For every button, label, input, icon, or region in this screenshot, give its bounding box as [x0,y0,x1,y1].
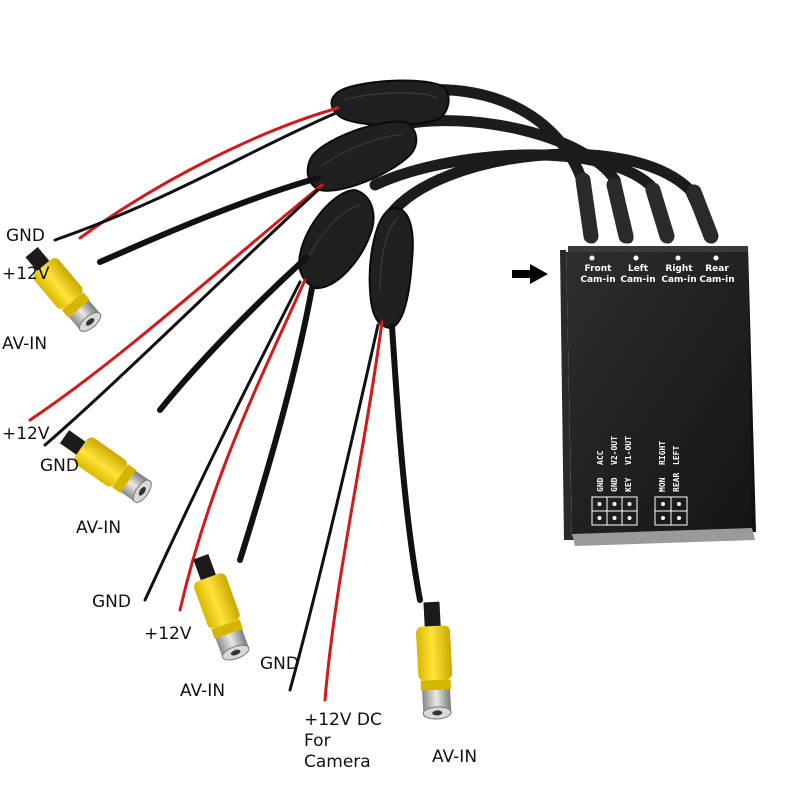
port-label-right: Right [665,264,693,274]
cable-1-wires [53,106,340,265]
cable2-power-label: +12V [2,424,50,444]
port-indicators [589,255,719,261]
pin-header-b [654,496,688,526]
cable-2-wires [28,183,324,447]
heat-shrink-sleeves [575,172,719,244]
trunk-cable-rear [384,148,718,244]
pin-header-a [591,496,638,526]
port-sublabel-front: Cam-in [580,275,615,285]
splitter-barrels [298,79,450,330]
pin-label-right: RIGHT [658,441,667,465]
cable1-power-label: +12V [2,264,50,284]
trunk-cable-front [414,84,598,244]
port-label-front: Front [585,264,613,274]
cable2-gnd-label: GND [40,456,79,476]
pin-label-gnd-1: GND [596,477,605,492]
cable4-video-label: AV-IN [432,747,478,767]
pin-label-v1-out: V1-OUT [624,436,633,465]
pin-label-rear: REAR [672,473,681,492]
rca-plug-1 [25,247,102,332]
splitter-1 [330,79,450,127]
cable-4-wires [288,320,423,702]
pin-label-mon: MON [658,477,667,492]
cable2-video-label: AV-IN [76,518,122,538]
cable3-video-label: AV-IN [180,681,226,701]
splitter-3 [298,188,375,290]
port-sublabel-right: Cam-in [661,275,696,285]
cable1-gnd-label: GND [6,226,45,246]
cable3-power-label: +12V [144,624,192,644]
rca-plug-3 [193,554,250,661]
pin-label-v2-out: V2-OUT [610,436,619,465]
splitter-2 [306,120,418,192]
rca-plug-4 [416,601,453,720]
port-sublabel-rear: Cam-in [699,275,734,285]
pin-label-acc: ACC [596,450,605,465]
cable4-power-label: +12V DC For Camera [304,710,382,772]
cable4-gnd-label: GND [260,654,299,674]
rca-plug-2 [59,430,152,503]
pin-label-left: LEFT [672,446,681,465]
port-label-rear: Rear [705,264,729,274]
cable3-gnd-label: GND [92,592,131,612]
cable-3-wires [143,278,315,612]
arrow-right-icon [512,264,548,284]
port-label-left: Left [628,264,649,274]
cable1-video-label: AV-IN [2,334,48,354]
port-sublabel-left: Cam-in [620,275,655,285]
switcher-module: Front Cam-in Left Cam-in Right Cam-in Re… [560,246,756,546]
pin-label-gnd-2: GND [610,477,619,492]
pin-label-key: KEY [624,477,633,492]
